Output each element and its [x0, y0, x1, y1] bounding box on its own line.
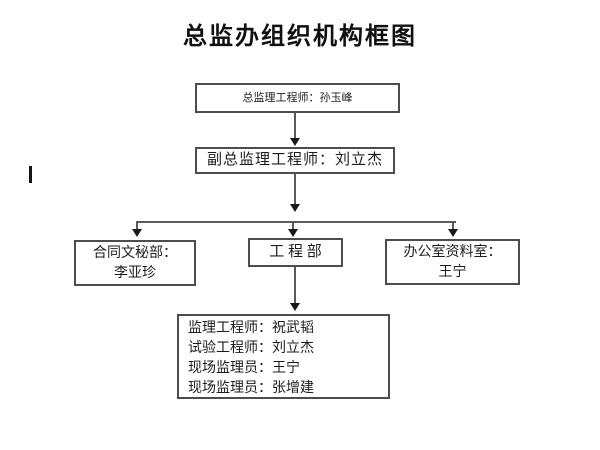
- text-cursor-mark: [29, 166, 32, 183]
- engineering-staff-box: 监理工程师：祝武韬 试验工程师：刘立杰 现场监理员：王宁 现场监理员：张增建: [177, 314, 390, 399]
- office-archives-person: 王宁: [438, 265, 467, 280]
- arrow-down-icon: [290, 303, 300, 311]
- arrow-down-icon: [290, 204, 300, 212]
- drop-line-left: [136, 221, 138, 230]
- staff-line-site-supervisor-1: 现场监理员：王宁: [188, 361, 300, 376]
- connector-chief-deputy-line: [294, 112, 296, 140]
- engineering-dept-label: 工 程 部: [269, 244, 322, 260]
- connector-deputy-departments-line: [294, 174, 296, 205]
- contract-secretary-dept-label: 合同文秘部：: [93, 246, 177, 261]
- arrow-down-icon: [448, 229, 458, 237]
- chief-engineer-label: 总监理工程师：孙玉峰: [242, 92, 353, 104]
- deputy-chief-engineer-box: 副总监理工程师：刘立杰: [195, 147, 395, 174]
- engineering-dept-box: 工 程 部: [248, 238, 343, 267]
- distribution-line: [136, 221, 456, 223]
- contract-secretary-dept-person: 李亚珍: [114, 266, 156, 281]
- deputy-chief-engineer-label: 副总监理工程师：刘立杰: [206, 152, 383, 168]
- office-archives-box: 办公室资料室： 王宁: [385, 239, 520, 285]
- connector-engineering-staff-line: [294, 267, 296, 304]
- diagram-title: 总监办组织机构框图: [183, 24, 417, 50]
- staff-line-test-engineer: 试验工程师：刘立杰: [188, 341, 314, 356]
- chief-engineer-box: 总监理工程师：孙玉峰: [195, 83, 400, 113]
- staff-line-site-supervisor-2: 现场监理员：张增建: [188, 381, 314, 396]
- arrow-down-icon: [132, 229, 142, 237]
- staff-line-supervising-engineer: 监理工程师：祝武韬: [188, 321, 314, 336]
- drop-line-middle: [292, 223, 294, 230]
- office-archives-label: 办公室资料室：: [403, 245, 502, 260]
- arrow-down-icon: [290, 138, 300, 146]
- arrow-down-icon: [288, 229, 298, 237]
- drop-line-right: [452, 221, 454, 230]
- contract-secretary-dept-box: 合同文秘部： 李亚珍: [74, 240, 196, 286]
